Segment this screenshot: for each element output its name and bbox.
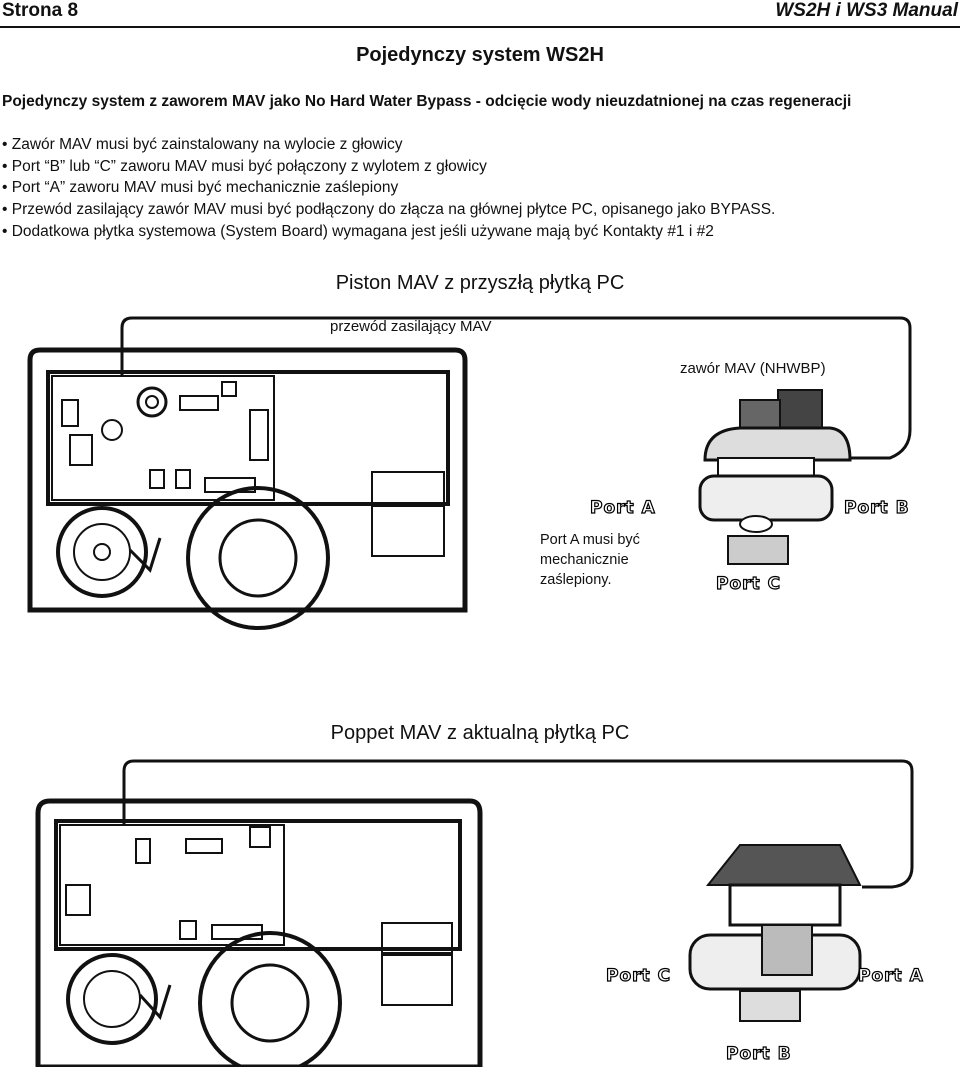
port-c-label: Port C	[715, 573, 782, 594]
mav-valve-piston	[698, 389, 852, 565]
port-a-label: Port A	[589, 497, 656, 518]
page-number: Strona 8	[2, 0, 79, 21]
mav-wire	[122, 759, 914, 889]
port-a-note: Port A musi być mechanicznie zaślepiony.	[540, 530, 640, 590]
diagram2-subtitle: Poppet MAV z aktualną płytką PC	[330, 722, 630, 744]
note-line: zaślepiony.	[540, 572, 612, 588]
note-line: mechanicznie	[540, 552, 629, 568]
requirements-list: Zawór MAV musi być zainstalowany na wylo…	[2, 134, 957, 243]
list-item: Port “A” zaworu MAV musi być mechaniczni…	[2, 177, 957, 199]
mav-valve-poppet	[688, 844, 862, 1022]
valve-label: zawór MAV (NHWBP)	[680, 360, 826, 377]
list-item: Port “B” lub “C” zaworu MAV musi być poł…	[2, 156, 957, 178]
piston-mav-diagram	[27, 316, 912, 630]
port-b-label: Port B	[843, 497, 910, 518]
port-b-label: Port B	[725, 1043, 792, 1064]
controller-housing	[27, 347, 468, 630]
list-item: Zawór MAV musi być zainstalowany na wylo…	[2, 134, 957, 156]
poppet-mav-diagram	[35, 759, 914, 1067]
controller-housing	[35, 798, 483, 1067]
port-a-label: Port A	[857, 965, 924, 986]
diagram1-subtitle: Piston MAV z przyszłą płytką PC	[335, 272, 625, 294]
mav-wire	[120, 316, 912, 460]
list-item: Przewód zasilający zawór MAV musi być po…	[2, 199, 957, 221]
note-line: Port A musi być	[540, 532, 640, 548]
page-header: Strona 8 WS2H i WS3 Manual	[0, 0, 960, 28]
wire-label: przewód zasilający MAV	[330, 318, 492, 335]
port-c-label: Port C	[605, 965, 672, 986]
list-item: Dodatkowa płytka systemowa (System Board…	[2, 221, 957, 243]
manual-title: WS2H i WS3 Manual	[775, 0, 958, 21]
page-title: Pojedynczy system WS2H	[356, 44, 604, 66]
intro-heading: Pojedynczy system z zaworem MAV jako No …	[2, 93, 852, 110]
